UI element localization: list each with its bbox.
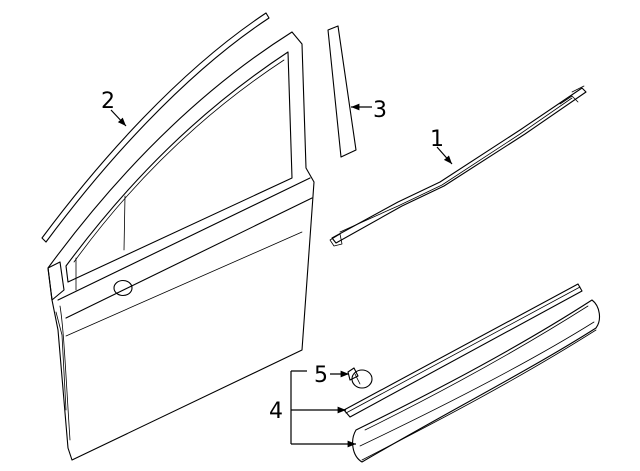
belt-molding-icon	[329, 85, 587, 247]
callout-2: 2	[101, 89, 115, 114]
front-door	[47, 31, 315, 461]
door-side-molding-upper-icon	[343, 283, 583, 418]
callout-1: 1	[430, 127, 444, 152]
door-lock-cylinder	[113, 279, 133, 297]
pillar-applique-icon	[327, 25, 357, 158]
callout-5: 5	[314, 363, 328, 388]
window-frame-molding-icon	[41, 12, 270, 243]
callout-4: 4	[269, 399, 283, 424]
molding-clip-icon	[347, 367, 373, 389]
callout-3: 3	[373, 98, 387, 123]
door-side-molding-lower-icon	[352, 299, 601, 463]
leader-lines	[110, 103, 453, 448]
